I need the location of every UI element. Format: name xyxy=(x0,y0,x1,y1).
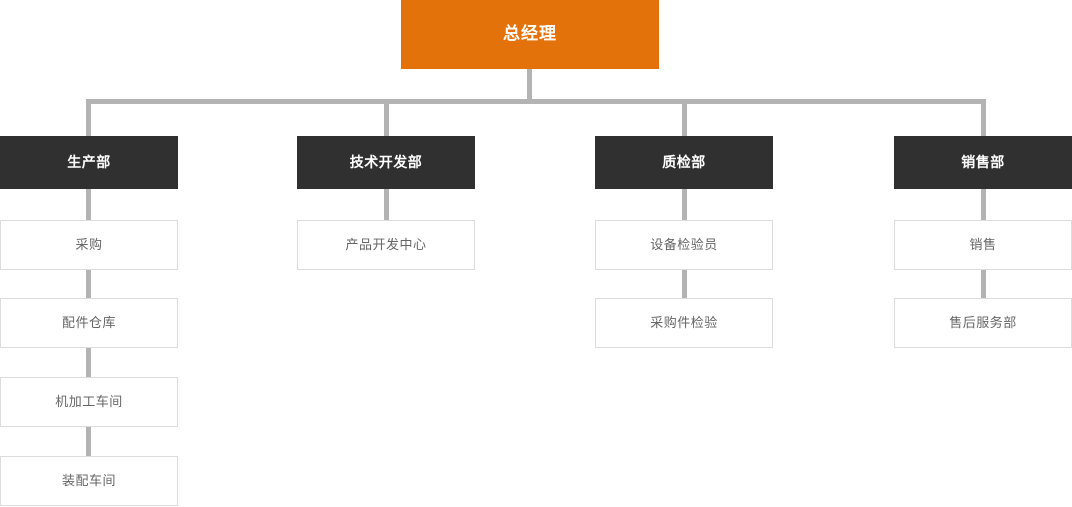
org-node-dept-1[interactable]: 生产部 xyxy=(0,136,178,189)
connector-c4-0 xyxy=(981,189,986,221)
org-node-leaf-3-2[interactable]: 采购件检验 xyxy=(595,298,773,348)
connector-root-stem xyxy=(527,69,532,103)
connector-drop-1 xyxy=(86,99,91,136)
connector-drop-2 xyxy=(384,99,389,136)
connector-c1-2 xyxy=(86,348,91,378)
org-node-dept-4[interactable]: 销售部 xyxy=(894,136,1072,189)
org-node-leaf-1-3[interactable]: 机加工车间 xyxy=(0,377,178,427)
connector-c4-1 xyxy=(981,270,986,299)
connector-drop-3 xyxy=(682,99,687,136)
org-node-dept-2[interactable]: 技术开发部 xyxy=(297,136,475,189)
org-node-leaf-2-1[interactable]: 产品开发中心 xyxy=(297,220,475,270)
org-node-leaf-1-4[interactable]: 装配车间 xyxy=(0,456,178,506)
connector-horizontal-bus xyxy=(86,99,986,104)
org-node-leaf-1-1[interactable]: 采购 xyxy=(0,220,178,270)
connector-c2-0 xyxy=(384,189,389,221)
connector-c3-0 xyxy=(682,189,687,221)
org-node-root[interactable]: 总经理 xyxy=(401,0,659,69)
org-node-leaf-3-1[interactable]: 设备检验员 xyxy=(595,220,773,270)
org-node-leaf-4-2[interactable]: 售后服务部 xyxy=(894,298,1072,348)
connector-c1-0 xyxy=(86,189,91,221)
connector-c1-1 xyxy=(86,270,91,299)
org-node-leaf-4-1[interactable]: 销售 xyxy=(894,220,1072,270)
org-node-dept-3[interactable]: 质检部 xyxy=(595,136,773,189)
connector-drop-4 xyxy=(981,99,986,136)
connector-c3-1 xyxy=(682,270,687,299)
org-node-leaf-1-2[interactable]: 配件仓库 xyxy=(0,298,178,348)
connector-c1-3 xyxy=(86,427,91,456)
